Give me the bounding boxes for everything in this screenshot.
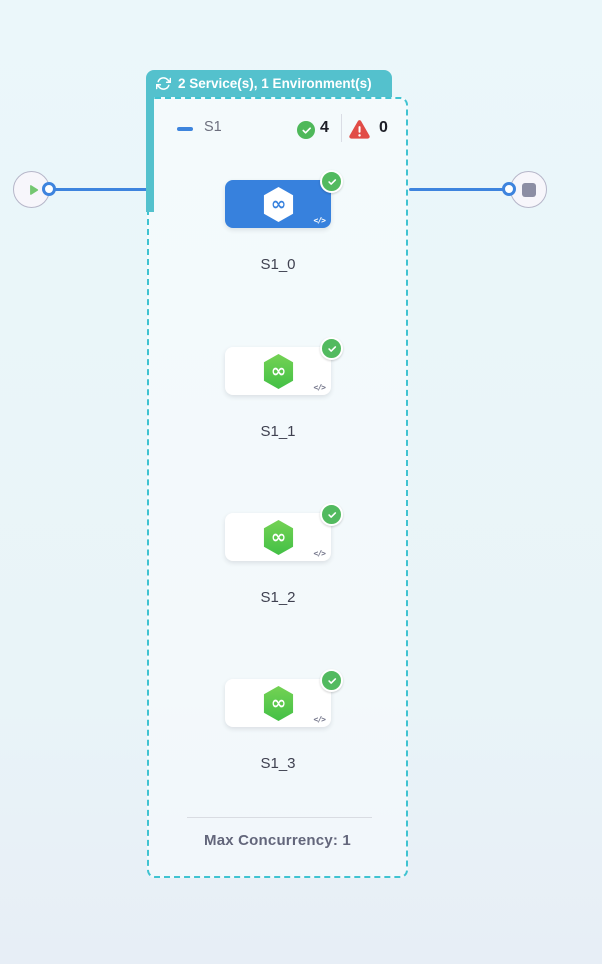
code-template-icon: </>	[313, 549, 326, 558]
end-connector-port[interactable]	[502, 182, 516, 196]
play-icon	[30, 184, 39, 195]
step-label: S1_3	[260, 755, 296, 772]
max-concurrency-label: Max Concurrency: 1	[204, 832, 351, 849]
warning-triangle-icon	[348, 119, 371, 145]
step-label: S1_2	[260, 589, 296, 606]
matrix-left-accent	[146, 96, 154, 212]
step-card-s1-0[interactable]: ∞ </>	[225, 170, 343, 228]
success-check-icon	[297, 121, 315, 139]
step-card-s1-3[interactable]: ∞ </>	[225, 669, 343, 727]
success-count: 4	[320, 119, 329, 136]
svg-text:∞: ∞	[270, 193, 285, 214]
start-connector-port[interactable]	[42, 182, 56, 196]
edge-start-to-stage	[46, 188, 150, 191]
service-hexagon-icon: ∞	[263, 353, 293, 389]
step-success-badge	[320, 337, 343, 360]
svg-text:∞: ∞	[270, 526, 285, 547]
step-success-badge	[320, 503, 343, 526]
count-divider	[341, 114, 342, 142]
footer-divider	[187, 817, 372, 818]
stop-icon	[521, 182, 536, 197]
step-card-s1-2[interactable]: ∞ </>	[225, 503, 343, 561]
step-label: S1_0	[260, 256, 296, 273]
step-success-badge	[320, 170, 343, 193]
loop-icon	[156, 77, 171, 90]
service-hexagon-icon: ∞	[263, 519, 293, 555]
svg-text:∞: ∞	[270, 692, 285, 713]
error-count: 0	[379, 119, 388, 136]
collapse-stage-button[interactable]	[177, 127, 193, 131]
edge-stage-to-end	[409, 188, 509, 191]
step-label: S1_1	[260, 423, 296, 440]
code-template-icon: </>	[313, 216, 326, 225]
code-template-icon: </>	[313, 715, 326, 724]
badge-label: 2 Service(s), 1 Environment(s)	[178, 76, 372, 91]
step-card-s1-1[interactable]: ∞ </>	[225, 337, 343, 395]
service-hexagon-icon: ∞	[263, 186, 293, 222]
services-environments-badge[interactable]: 2 Service(s), 1 Environment(s)	[146, 70, 392, 97]
svg-text:∞: ∞	[270, 360, 285, 381]
stage-name: S1	[204, 119, 222, 135]
code-template-icon: </>	[313, 383, 326, 392]
service-hexagon-icon: ∞	[263, 685, 293, 721]
step-success-badge	[320, 669, 343, 692]
